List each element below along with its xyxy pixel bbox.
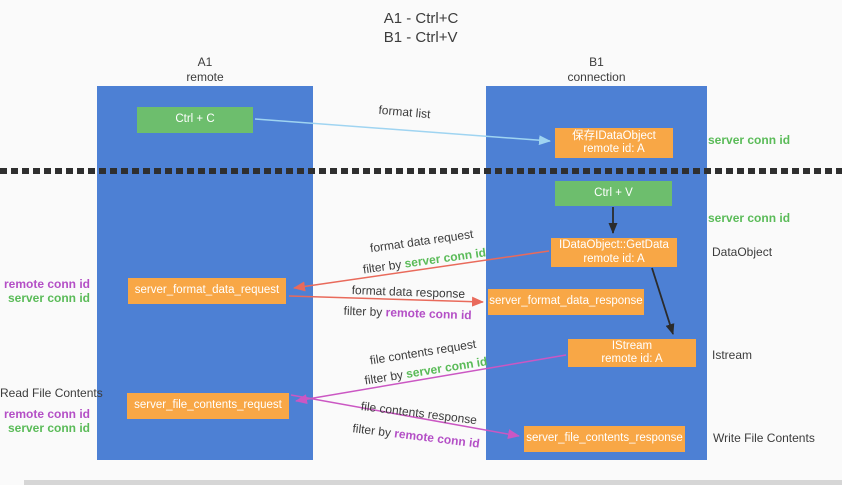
node-ctrl-v-label: Ctrl + V [594,186,633,199]
filter-line-format-response: filter by remote conn id [337,301,478,327]
remote-conn-id-label: remote conn id [3,407,90,421]
node-server-file-contents-response: server_file_contents_response [524,426,685,452]
filter-by-text: filter by [361,257,403,277]
separator-dashed-line [0,168,842,174]
window-bottom-edge [24,480,842,485]
annotation-istream: Istream [712,348,753,362]
server-conn-id-label: server conn id [7,421,90,435]
title-line-2: B1 - Ctrl+V [383,29,458,46]
lane-left-role: remote [186,70,224,84]
annotation-server-conn-id-mid: server conn id [708,211,791,225]
lane-right-id: B1 [589,55,604,69]
remote-conn-id-text: remote conn id [385,305,472,323]
remote-conn-id-label: remote conn id [3,277,90,291]
node-server-format-data-request: server_format_data_request [128,278,286,304]
node-ctrl-c: Ctrl + C [137,107,253,133]
annotation-left-conn-ids-top: remote conn id server conn id [0,277,90,305]
label-file-contents-response: file contents response filter by remote … [343,393,493,456]
label-format-data-response: format data response filter by remote co… [337,280,478,327]
title-line-1: A1 - Ctrl+C [383,10,459,27]
node-server-format-data-response-label: server_format_data_response [489,295,643,308]
node-server-format-data-request-label: server_format_data_request [134,284,280,297]
filter-by-text: filter by [343,303,383,320]
node-getdata-line1: IDataObject::GetData [559,239,669,251]
lane-header-left: A1 remote [97,55,313,85]
annotation-left-conn-ids-bottom: remote conn id server conn id [0,407,90,435]
filter-by-text: filter by [351,421,392,440]
lane-right-role: connection [567,70,626,84]
node-server-file-contents-response-label: server_file_contents_response [526,432,683,445]
label-format-data-request: format data request filter by server con… [346,221,500,281]
node-getdata: IDataObject::GetData remote id: A [551,238,677,267]
node-istream-line1: IStream [611,339,653,352]
node-server-format-data-response: server_format_data_response [488,289,644,315]
node-ctrl-c-label: Ctrl + C [175,113,215,126]
annotation-read-file-contents: Read File Contents [0,386,103,400]
node-ctrl-v: Ctrl + V [555,181,672,206]
page-title: A1 - Ctrl+C B1 - Ctrl+V [0,9,842,47]
annotation-write-file-contents: Write File Contents [713,431,815,445]
node-server-file-contents-request-label: server_file_contents_request [134,399,282,412]
node-istream: IStream remote id: A [568,339,696,367]
filter-by-text: filter by [363,367,404,388]
node-istream-line2: remote id: A [601,353,663,365]
label-file-contents-request: file contents request filter by server c… [350,332,499,392]
lane-left-id: A1 [197,55,213,69]
annotation-server-conn-id-top: server conn id [708,133,791,147]
annotation-dataobject: DataObject [712,245,773,259]
label-format-list: format list [377,102,432,122]
node-save-dataobject-line1: 保存IDataObject [572,129,656,142]
node-save-dataobject: 保存IDataObject remote id: A [555,128,673,158]
lane-header-right: B1 connection [486,55,707,85]
node-server-file-contents-request: server_file_contents_request [127,393,289,419]
node-save-dataobject-line2: remote id: A [583,143,645,155]
server-conn-id-label: server conn id [7,291,90,305]
node-getdata-line2: remote id: A [583,252,645,265]
